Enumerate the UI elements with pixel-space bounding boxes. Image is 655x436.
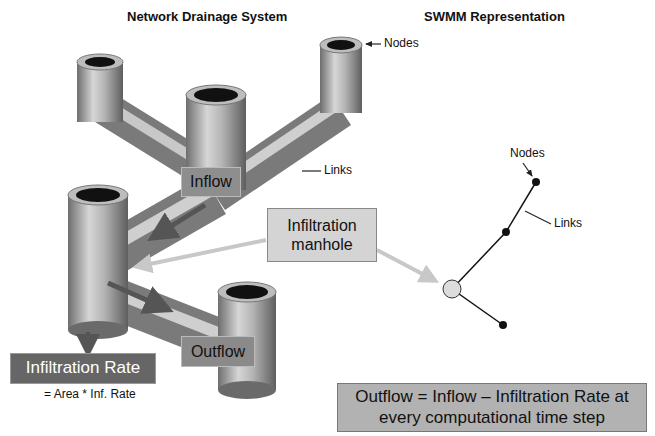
leader-line <box>302 44 551 224</box>
panel-heading: Network Drainage System <box>127 9 287 24</box>
node-text: Infiltration manhole <box>274 216 370 254</box>
flow-label-box: Inflow <box>181 167 241 197</box>
node-text: Infiltration Rate <box>26 358 140 378</box>
node-text: Inflow <box>190 172 232 191</box>
panel-heading: SWMM Representation <box>424 9 565 24</box>
node-text: Outflow <box>191 342 245 361</box>
node-text: Outflow = Inflow – Infiltration Rate at … <box>344 387 640 428</box>
rate-box: Infiltration Rate <box>10 353 156 384</box>
part-label: Links <box>554 216 582 230</box>
callout-box: Infiltration manhole <box>267 208 377 262</box>
part-label: Nodes <box>384 36 419 50</box>
formula-note: = Area * Inf. Rate <box>44 387 136 401</box>
part-label: Links <box>324 163 352 177</box>
flow-arrow <box>88 205 205 346</box>
swmm-graph <box>443 178 540 329</box>
flow-label-box: Outflow <box>181 336 255 367</box>
part-label: Nodes <box>510 146 545 160</box>
equation-box: Outflow = Inflow – Infiltration Rate at … <box>337 383 647 432</box>
